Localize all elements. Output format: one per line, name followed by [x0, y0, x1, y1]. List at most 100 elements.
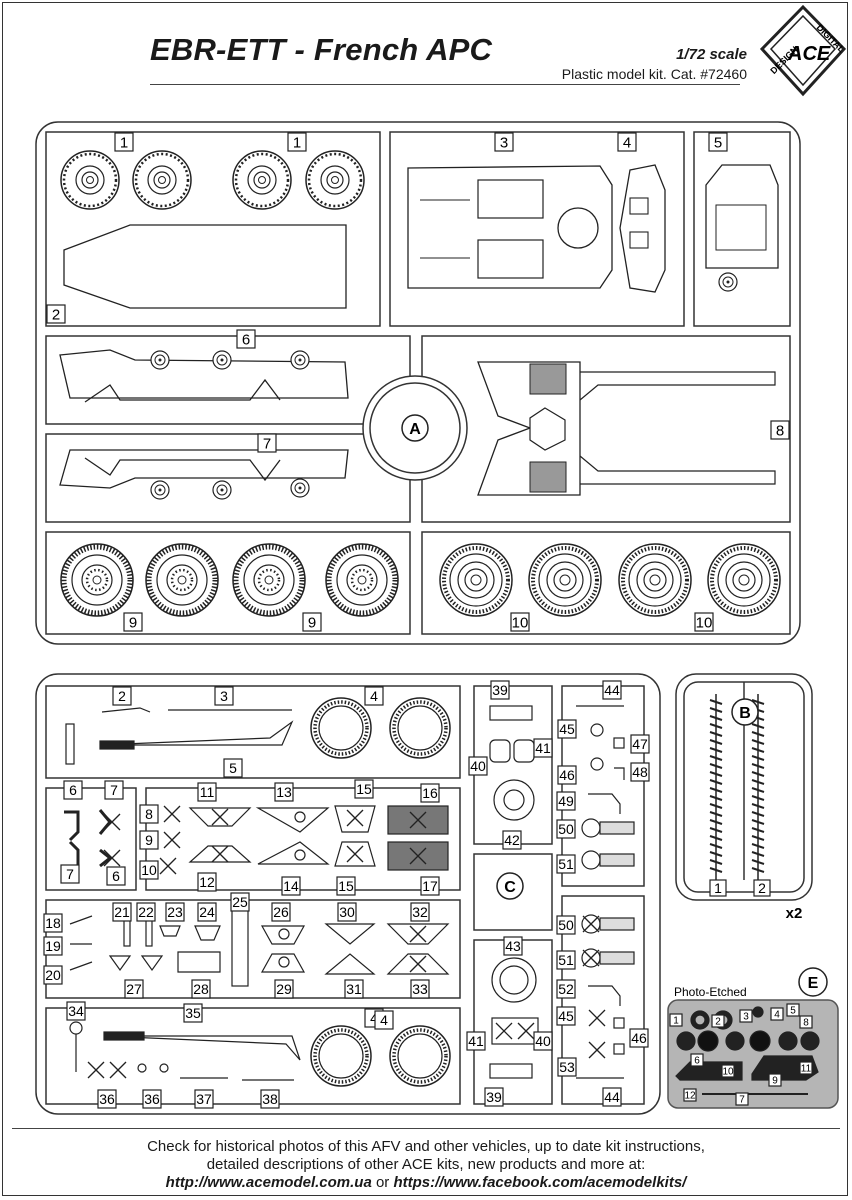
- part-number-box: [43, 913, 63, 933]
- part-number: 4: [370, 688, 378, 704]
- page-title: EBR-ETT - French APC: [150, 32, 493, 67]
- track-link: [709, 707, 723, 713]
- track-link: [709, 851, 723, 857]
- track-link: [709, 755, 723, 761]
- track-link: [709, 835, 723, 841]
- track-link: [709, 827, 723, 833]
- part-number: 39: [486, 1089, 502, 1105]
- part-number: 5: [790, 1006, 796, 1017]
- track-link: [709, 715, 723, 721]
- track-link: [751, 787, 765, 793]
- part-number: 40: [535, 1033, 551, 1049]
- track-link: [709, 843, 723, 849]
- track-link: [751, 859, 765, 865]
- sprue-b-track-links: [709, 699, 765, 873]
- part-number-box: [302, 612, 322, 632]
- part-number: 46: [631, 1030, 647, 1046]
- part-number: 4: [774, 1010, 780, 1021]
- part-number: 51: [558, 952, 574, 968]
- part-number-box: [630, 734, 650, 754]
- part-number-box: [46, 304, 66, 324]
- part-number: 25: [232, 894, 248, 910]
- track-link: [751, 851, 765, 857]
- track-link: [751, 739, 765, 745]
- part-number: 53: [559, 1059, 575, 1075]
- track-link: [709, 803, 723, 809]
- part-number-box: [112, 902, 132, 922]
- part-number-box: [770, 1007, 784, 1021]
- part-number-box: [344, 979, 364, 999]
- sprue-c-parts: [64, 696, 635, 1088]
- sprue-b-multiplier: x2: [786, 905, 803, 922]
- pe-fret: [667, 999, 839, 1109]
- website-link[interactable]: http://www.acemodel.com.ua: [165, 1174, 372, 1191]
- track-link: [751, 803, 765, 809]
- part-number: 9: [772, 1076, 778, 1087]
- sprue-b-letter-circle: [731, 698, 759, 726]
- facebook-link[interactable]: https://www.facebook.com/acemodelkits/: [393, 1174, 687, 1191]
- part-number-box: [114, 132, 134, 152]
- part-number-box: [468, 756, 488, 776]
- part-number-box: [799, 1061, 813, 1075]
- sprue-b-letter: B: [739, 705, 751, 722]
- sprue-e-letter: E: [808, 975, 819, 992]
- footer-or: or: [371, 1174, 394, 1191]
- track-link: [751, 867, 765, 873]
- part-number-box: [420, 876, 440, 896]
- part-number-box: [410, 902, 430, 922]
- sprue-c-letter: C: [504, 879, 516, 896]
- part-number: 28: [193, 981, 209, 997]
- track-link: [751, 771, 765, 777]
- track-link: [709, 739, 723, 745]
- track-link: [709, 779, 723, 785]
- part-number-box: [194, 1089, 214, 1109]
- part-number: 35: [185, 1005, 201, 1021]
- part-number-box: [230, 892, 250, 912]
- track-link: [751, 763, 765, 769]
- part-number: 39: [492, 682, 508, 698]
- part-number: 7: [66, 866, 74, 882]
- part-number-box: [721, 1064, 735, 1078]
- part-number-box: [533, 738, 553, 758]
- sprue-a-parts: [60, 149, 782, 616]
- part-number: 37: [196, 1091, 212, 1107]
- track-link: [709, 699, 723, 705]
- part-number-box: [337, 902, 357, 922]
- part-number-box: [136, 902, 156, 922]
- track-link: [751, 755, 765, 761]
- track-link: [709, 795, 723, 801]
- part-number: 2: [52, 306, 60, 323]
- part-number: 46: [559, 767, 575, 783]
- part-number-box: [735, 1092, 749, 1106]
- logo-word-main: ACE: [787, 43, 831, 65]
- part-number: 45: [558, 1008, 574, 1024]
- part-number-box: [533, 1031, 553, 1051]
- part-number-box: [271, 902, 291, 922]
- part-number: 9: [129, 614, 137, 631]
- part-number: 6: [112, 868, 120, 884]
- part-number-box: [197, 782, 217, 802]
- track-link: [751, 731, 765, 737]
- part-number-box: [374, 1010, 394, 1030]
- part-number: 2: [118, 688, 126, 704]
- part-number: 21: [114, 904, 130, 920]
- part-number-box: [556, 819, 576, 839]
- part-number: 45: [559, 721, 575, 737]
- part-number-box: [197, 872, 217, 892]
- track-link: [751, 723, 765, 729]
- part-number-box: [770, 420, 790, 440]
- part-number: 8: [145, 806, 153, 822]
- part-number-box: [142, 1089, 162, 1109]
- sprue-c-letter-circle: [496, 872, 524, 900]
- part-number-box: [683, 1088, 697, 1102]
- track-link: [709, 731, 723, 737]
- sprue-b: [675, 673, 813, 901]
- part-number-box: [281, 876, 301, 896]
- part-number-box: [124, 979, 144, 999]
- part-number: 6: [69, 782, 77, 798]
- part-number-box: [354, 779, 374, 799]
- part-number-box: [556, 854, 576, 874]
